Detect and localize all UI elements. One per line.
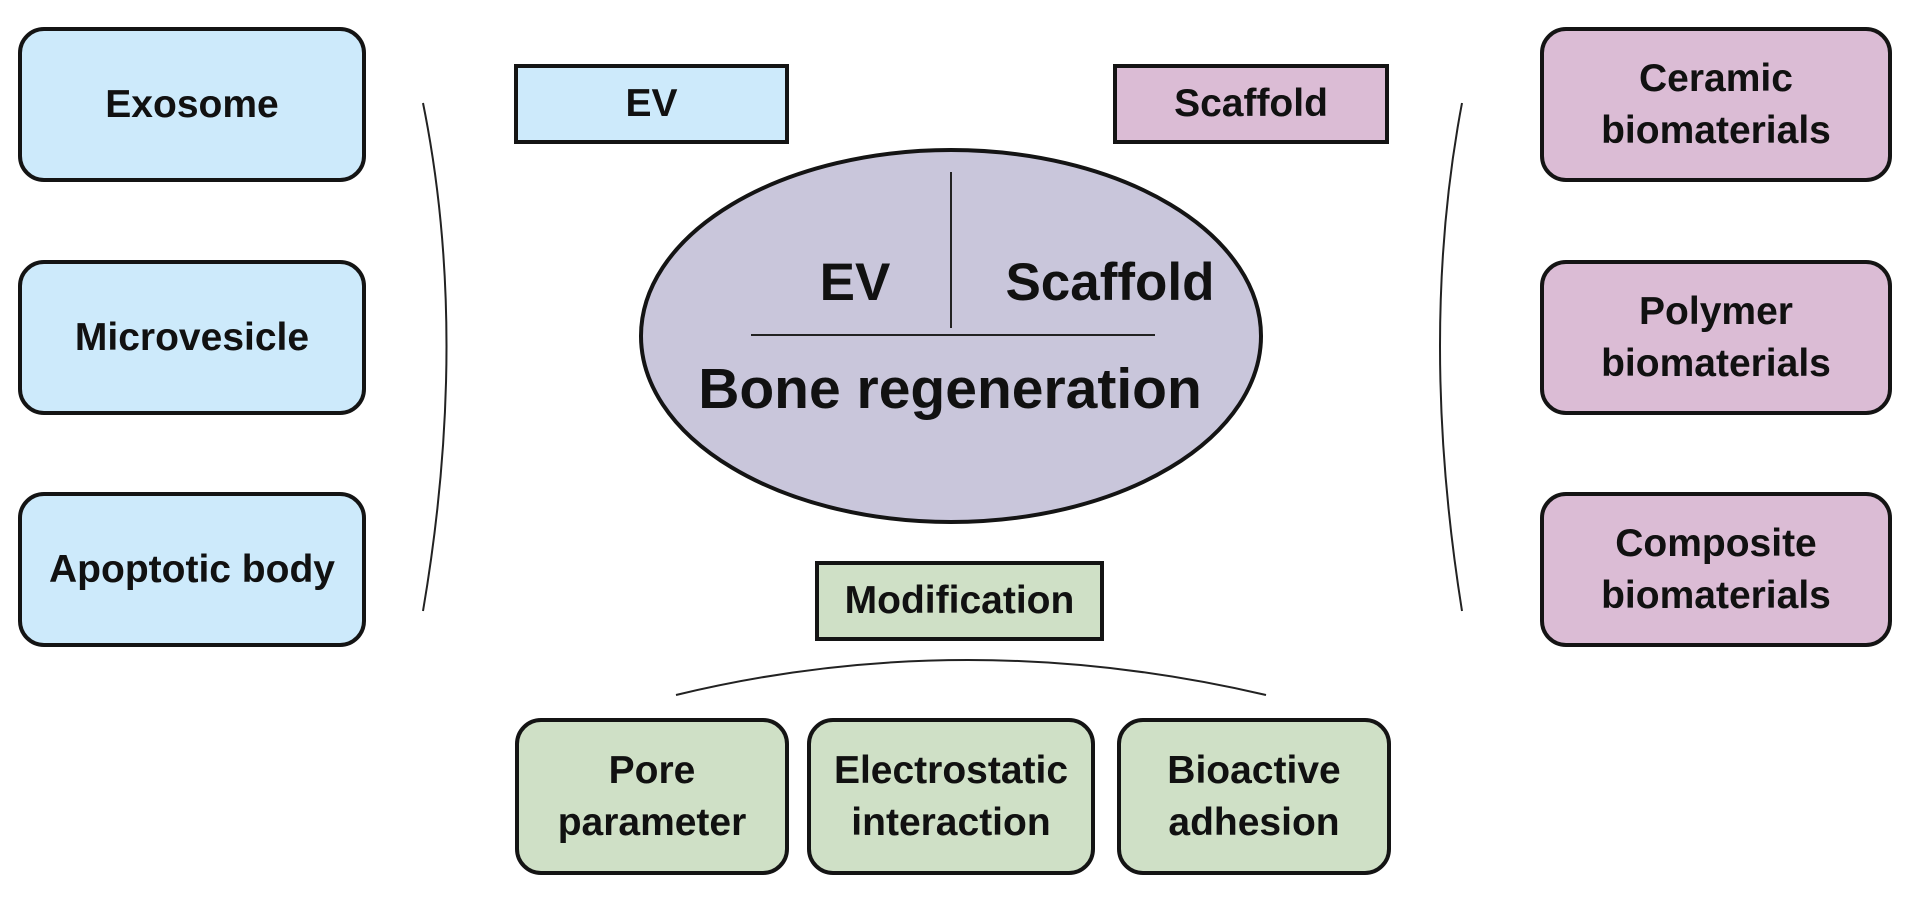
modification-header-box: Modification [815, 561, 1104, 641]
bottom-bracket-curve [675, 659, 1267, 696]
modification-item-bioactive-adhesion: Bioactive adhesion [1117, 718, 1391, 875]
ev-item-microvesicle: Microvesicle [18, 260, 366, 415]
scaffold-item-polymer: Polymer biomaterials [1540, 260, 1892, 415]
ev-item-apoptotic-body: Apoptotic body [18, 492, 366, 647]
scaffold-header-box: Scaffold [1113, 64, 1389, 144]
right-bracket-curve [1439, 102, 1463, 612]
center-scaffold-label: Scaffold [1005, 253, 1215, 312]
center-bone-regeneration-label: Bone regeneration [698, 357, 1202, 421]
scaffold-item-ceramic: Ceramic biomaterials [1540, 27, 1892, 182]
center-ev-label: EV [819, 253, 891, 312]
modification-item-pore-parameter: Pore parameter [515, 718, 789, 875]
left-bracket-curve [422, 102, 448, 612]
modification-item-electrostatic-interaction: Electrostatic interaction [807, 718, 1095, 875]
ev-item-exosome: Exosome [18, 27, 366, 182]
scaffold-item-composite: Composite biomaterials [1540, 492, 1892, 647]
ev-header-box: EV [514, 64, 789, 144]
